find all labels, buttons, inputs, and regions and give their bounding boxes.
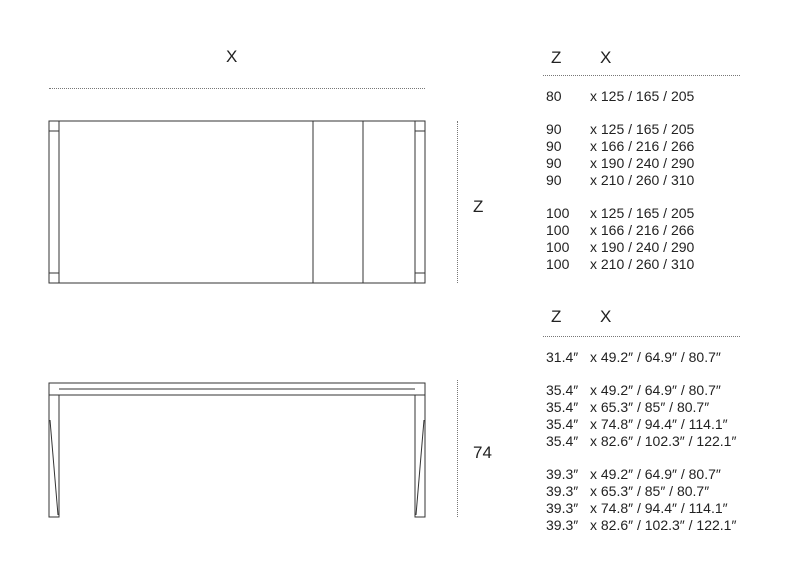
side-view-height-dimension-line [457,380,458,517]
row-depth-value: 90 [546,121,562,137]
row-width-values: x 49.2″ / 64.9″ / 80.7″ [590,466,721,482]
row-width-values: x 190 / 240 / 290 [590,239,695,255]
row-depth-value: 35.4″ [546,433,579,449]
imperial-header-divider [543,336,740,337]
side-view-leg-left-diagonal [49,419,59,516]
top-view-leg-bottom-left [48,272,60,284]
top-view-depth-label: Z [473,197,484,216]
row-depth-value: 35.4″ [546,399,579,415]
row-width-values: x 65.3″ / 85″ / 80.7″ [590,483,710,499]
imperial-header-z: Z [551,307,562,326]
top-view-depth-dimension-line [457,121,458,283]
row-depth-value: 100 [546,205,570,221]
top-view-leg-top-left [48,120,60,132]
row-depth-value: 90 [546,138,562,154]
row-width-values: x 125 / 165 / 205 [590,205,695,221]
metric-header-divider [543,75,740,76]
row-width-values: x 166 / 216 / 266 [590,138,695,154]
row-depth-value: 39.3″ [546,500,579,516]
side-view-leg-right-diagonal [415,419,425,516]
side-view-leg-left [48,394,60,518]
metric-header-z: Z [551,48,562,67]
row-depth-value: 90 [546,155,562,171]
row-depth-value: 80 [546,88,562,104]
table-top-view [48,120,426,284]
row-depth-value: 35.4″ [546,416,579,432]
row-width-values: x 210 / 260 / 310 [590,256,695,272]
side-view-leg-right [414,394,426,518]
imperial-header-x: X [600,307,612,326]
row-depth-value: 100 [546,222,570,238]
row-depth-value: 39.3″ [546,517,579,533]
top-view-leg-top-right [414,120,426,132]
row-width-values: x 166 / 216 / 266 [590,222,695,238]
row-width-values: x 190 / 240 / 290 [590,155,695,171]
row-width-values: x 125 / 165 / 205 [590,121,695,137]
row-depth-value: 90 [546,172,562,188]
row-width-values: x 74.8″ / 94.4″ / 114.1″ [590,416,728,432]
top-view-outline [48,120,426,284]
row-width-values: x 49.2″ / 64.9″ / 80.7″ [590,382,721,398]
top-view-width-dimension-line [49,88,425,89]
row-width-values: x 125 / 165 / 205 [590,88,695,104]
top-view-leg-bottom-right [414,272,426,284]
row-width-values: x 82.6″ / 102.3″ / 122.1″ [590,433,737,449]
row-depth-value: 39.3″ [546,466,579,482]
top-view-width-label: X [226,47,238,66]
row-depth-value: 35.4″ [546,382,579,398]
row-depth-value: 100 [546,256,570,272]
row-depth-value: 39.3″ [546,483,579,499]
side-view-height-label: 74 [473,443,492,462]
table-side-view [48,382,426,518]
row-width-values: x 49.2″ / 64.9″ / 80.7″ [590,349,721,365]
row-width-values: x 210 / 260 / 310 [590,172,695,188]
row-depth-value: 31.4″ [546,349,579,365]
row-width-values: x 65.3″ / 85″ / 80.7″ [590,399,710,415]
metric-header-x: X [600,48,612,67]
row-width-values: x 82.6″ / 102.3″ / 122.1″ [590,517,737,533]
row-depth-value: 100 [546,239,570,255]
row-width-values: x 74.8″ / 94.4″ / 114.1″ [590,500,728,516]
